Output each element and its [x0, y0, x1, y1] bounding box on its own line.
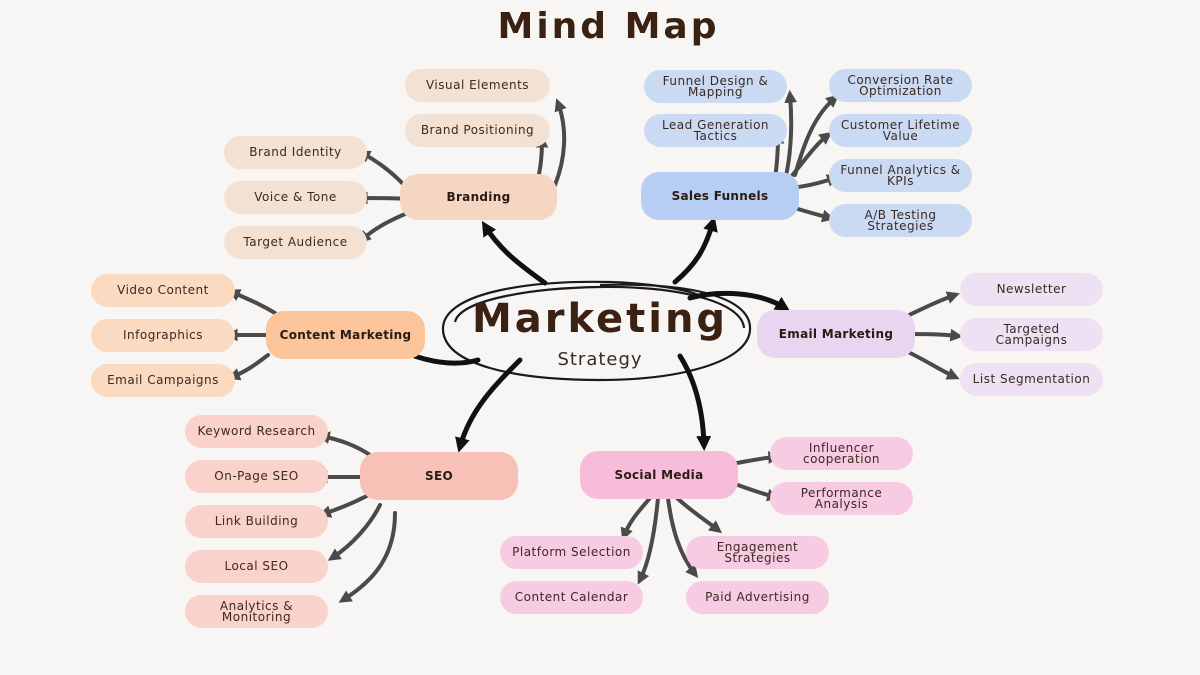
content-marketing-node[interactable]: Content Marketing	[266, 311, 425, 359]
email-item-targeted-campaigns[interactable]: Targeted Campaigns	[960, 318, 1103, 351]
arrow-seo-keyword	[317, 431, 372, 457]
content-item-video[interactable]: Video Content	[91, 274, 235, 307]
arrow-social-paid	[666, 496, 699, 579]
arrow-sales-conversion-rate	[793, 94, 839, 177]
arrow-branding-visual-elements	[553, 98, 567, 187]
email-marketing-node[interactable]: Email Marketing	[757, 310, 915, 358]
social-item-influencer[interactable]: Influencer cooperation	[770, 437, 913, 470]
content-item-email-campaigns[interactable]: Email Campaigns	[91, 364, 235, 397]
arrow-content-video	[227, 289, 277, 315]
center-title: Marketing	[471, 296, 729, 342]
branding-item-brand-positioning[interactable]: Brand Positioning	[405, 114, 550, 147]
branding-item-visual-elements[interactable]: Visual Elements	[405, 69, 550, 102]
social-item-paid-advertising[interactable]: Paid Advertising	[686, 581, 829, 614]
seo-item-analytics-monitoring[interactable]: Analytics & Monitoring	[185, 595, 328, 628]
branding-item-brand-identity[interactable]: Brand Identity	[224, 136, 367, 169]
email-item-newsletter[interactable]: Newsletter	[960, 273, 1103, 306]
arrow-to-branding	[481, 220, 548, 286]
sales-item-funnel-analytics[interactable]: Funnel Analytics & KPIs	[829, 159, 972, 192]
content-item-infographics[interactable]: Infographics	[91, 319, 235, 352]
arrow-sales-customer-lifetime	[788, 131, 833, 180]
seo-item-keyword-research[interactable]: Keyword Research	[185, 415, 328, 448]
arrow-content-email-campaigns	[227, 353, 270, 381]
seo-item-local-seo[interactable]: Local SEO	[185, 550, 328, 583]
sales-funnels-node[interactable]: Sales Funnels	[641, 172, 799, 220]
sales-item-lead-generation[interactable]: Lead Generation Tactics	[644, 114, 787, 147]
arrow-to-social-media	[677, 353, 712, 451]
social-item-content-calendar[interactable]: Content Calendar	[500, 581, 643, 614]
arrow-to-email-marketing	[687, 290, 791, 312]
arrow-sales-funnel-design	[783, 89, 798, 182]
social-item-engagement[interactable]: Engagement Strategies	[686, 536, 829, 569]
arrow-email-list-segmentation	[906, 350, 960, 380]
arrow-branding-brand-identity	[357, 150, 407, 188]
sales-item-funnel-design[interactable]: Funnel Design & Mapping	[644, 70, 787, 103]
arrow-social-engagement	[675, 496, 723, 534]
center-subtitle: Strategy	[557, 349, 643, 370]
sales-item-ab-testing[interactable]: A/B Testing Strategies	[829, 204, 972, 237]
email-item-list-segmentation[interactable]: List Segmentation	[960, 363, 1103, 396]
seo-item-on-page[interactable]: On-Page SEO	[185, 460, 328, 493]
branding-node[interactable]: Branding	[400, 174, 557, 220]
arrow-seo-local	[327, 503, 382, 561]
branding-item-voice-tone[interactable]: Voice & Tone	[224, 181, 367, 214]
branding-item-target-audience[interactable]: Target Audience	[224, 226, 367, 259]
seo-item-link-building[interactable]: Link Building	[185, 505, 328, 538]
seo-node[interactable]: SEO	[360, 452, 518, 500]
sales-item-conversion-rate[interactable]: Conversion Rate Optimization	[829, 69, 972, 102]
arrow-social-platform	[620, 496, 652, 541]
arrow-to-seo	[455, 357, 523, 453]
social-media-node[interactable]: Social Media	[580, 451, 738, 499]
arrow-social-content-calendar	[637, 496, 660, 585]
arrow-seo-analytics	[338, 511, 397, 603]
social-item-performance[interactable]: Performance Analysis	[770, 482, 913, 515]
arrow-email-targeted	[906, 328, 964, 342]
arrow-to-sales-funnels	[672, 216, 718, 285]
social-item-platform-selection[interactable]: Platform Selection	[500, 536, 643, 569]
sales-item-customer-lifetime[interactable]: Customer Lifetime Value	[829, 114, 972, 147]
arrow-branding-target-audience	[358, 210, 412, 244]
arrow-email-newsletter	[901, 291, 960, 320]
page-title: Mind Map	[497, 6, 720, 47]
